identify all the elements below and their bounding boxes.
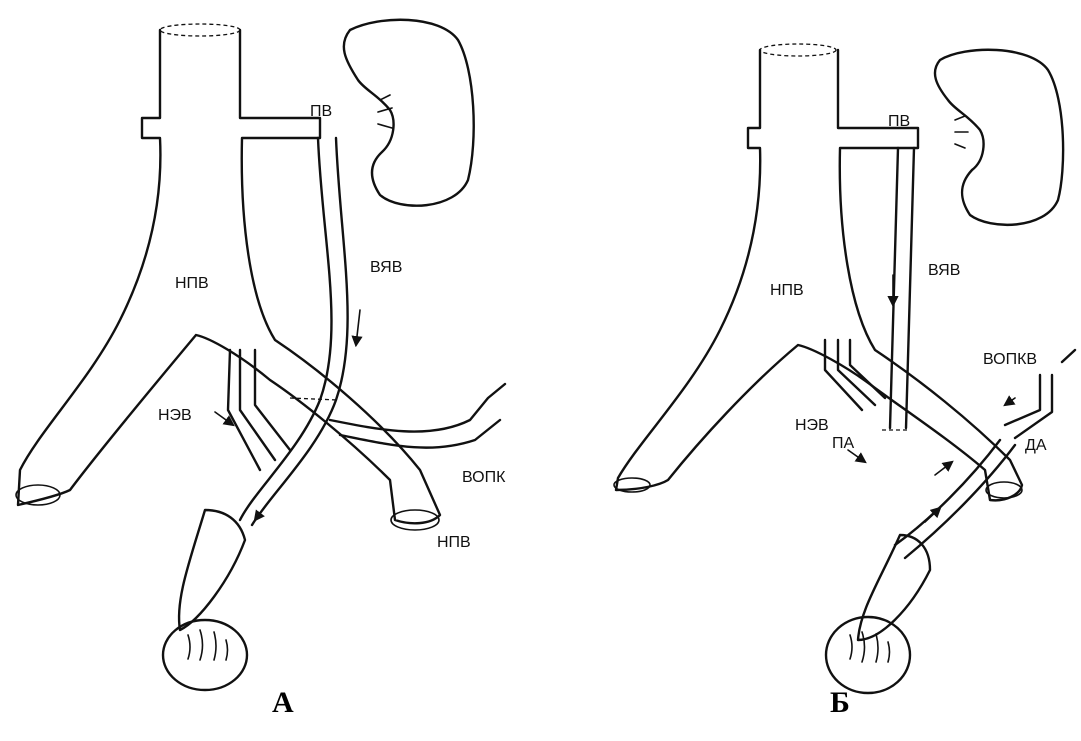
- kidney-b: [935, 50, 1063, 225]
- transposed-vein-b: [895, 440, 1015, 558]
- label-distal-anastomosis-b: ДА: [1025, 437, 1047, 454]
- flow-arrow-3-b: [935, 462, 952, 475]
- panel-b: ПВ НПВ ВЯВ ВОПКВ НЭВ ПА ДА Б: [614, 44, 1075, 719]
- left-iliac-opening-b: [986, 482, 1022, 498]
- testis-b: [826, 617, 910, 693]
- label-testicular-vein-a: ВЯВ: [370, 259, 402, 276]
- label-renal-vein-b: ПВ: [888, 113, 910, 130]
- label-ivc-b: НПВ: [770, 282, 804, 299]
- label-circumflex-vein-a: ВОПК: [462, 469, 506, 486]
- ivc-top-opening-b: [760, 44, 836, 56]
- pampiniform-plexus-a: [179, 510, 245, 630]
- flow-arrow-5-b: [1005, 398, 1015, 405]
- testicular-vein-a: [240, 138, 348, 525]
- testis-a: [163, 620, 247, 690]
- label-circumflex-vein-b: ВОПКВ: [983, 351, 1037, 368]
- circumflex-vein-a: [330, 384, 505, 448]
- label-ivc-upper-a: НПВ: [175, 275, 209, 292]
- label-iliac-vein-b: НЭВ: [795, 417, 829, 434]
- label-ivc-lower-a: НПВ: [437, 534, 471, 551]
- caption-a: А: [272, 686, 294, 719]
- label-iliac-vein-a: НЭВ: [158, 407, 192, 424]
- panel-a: ПВ НПВ ВЯВ НЭВ ВОПК НПВ А: [16, 20, 506, 719]
- label-proximal-anastomosis-b: ПА: [832, 435, 855, 452]
- renal-hilum-b: [955, 116, 968, 148]
- testis-markings-a: [188, 630, 228, 660]
- caption-b: Б: [830, 686, 850, 719]
- kidney-a: [344, 20, 474, 206]
- flow-arrow-3-a: [255, 500, 270, 520]
- flow-arrow-1-a: [356, 310, 360, 345]
- iliac-vein-branches-a: [228, 350, 290, 470]
- label-renal-vein-a: ПВ: [310, 103, 332, 120]
- ivc-top-opening: [160, 24, 240, 36]
- flow-arrow-4-b: [925, 508, 940, 522]
- label-testicular-vein-b: ВЯВ: [928, 262, 960, 279]
- ivc-outline-a: [18, 30, 440, 523]
